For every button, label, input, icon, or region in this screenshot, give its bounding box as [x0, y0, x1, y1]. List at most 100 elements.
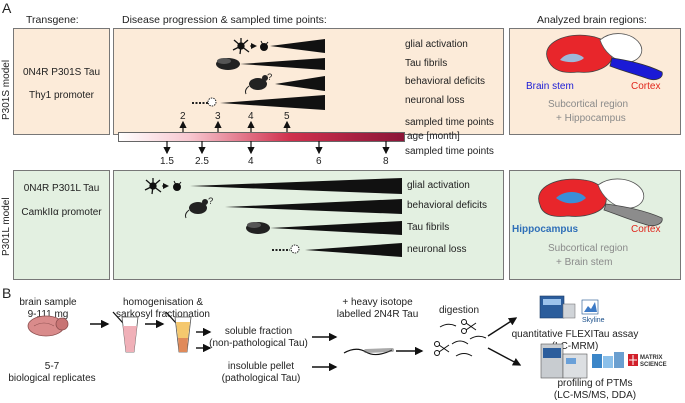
p301s-wedge-fibrils: [240, 58, 325, 70]
p301s-region-cortex: Cortex: [631, 81, 661, 92]
arrow-to-ptm-profiling: [487, 347, 522, 366]
p301s-transgene-box: 0N4R P301S Tau Thy1 promoter: [13, 28, 110, 135]
lc-msms-instrument-icon: [540, 343, 588, 379]
homogenisation-label: homogenisation & sarkosyl fractionation: [103, 297, 223, 321]
p301l-neuron-icon: [272, 244, 300, 254]
age-month-label: age [month]: [407, 131, 460, 142]
p301s-mouse-icon: [244, 75, 268, 95]
isotope-line1: + heavy isotope: [342, 297, 413, 308]
p301l-row-tau-fibrils: Tau fibrils: [407, 222, 450, 233]
header-disease-progression: Disease progression & sampled time point…: [122, 14, 327, 26]
age-gradient-bar: [118, 132, 405, 142]
p301s-region-subcortical: Subcortical region: [548, 99, 629, 110]
homogenisation-line2: sarkosyl fractionation: [116, 309, 210, 320]
p301l-brain-illustration: [538, 178, 663, 226]
p301l-row-neuronal-loss: neuronal loss: [407, 244, 467, 255]
header-transgene: Transgene:: [26, 14, 79, 26]
p301l-wedge-neuronal: [305, 243, 402, 257]
panel-b-letter: B: [2, 285, 12, 301]
matrix-science-logo-text: MATRIX SCIENCE: [640, 355, 667, 369]
p301l-time-point-2-5: 2.5: [195, 156, 209, 167]
science-word: SCIENCE: [640, 362, 667, 368]
p301l-time-point-8: 8: [383, 156, 389, 167]
p301s-time-point-3: 3: [215, 111, 221, 122]
p301l-region-cortex: Cortex: [631, 224, 661, 235]
p301s-sampled-time-points-label: sampled time points: [405, 117, 494, 128]
insoluble-line2: (pathological Tau): [221, 373, 301, 384]
isotope-line2: labelled 2N4R Tau: [336, 309, 419, 320]
header-brain-regions: Analyzed brain regions:: [537, 14, 647, 26]
labelled-tau-icon: [343, 348, 394, 356]
replicates-label: 5-7 biological replicates: [2, 361, 102, 385]
insoluble-line1: insoluble pellet: [227, 361, 295, 372]
insoluble-pellet-label: insoluble pellet (pathological Tau): [211, 361, 311, 385]
p301l-row-glial-activation: glial activation: [407, 180, 470, 191]
arrow-to-flexitau: [487, 317, 518, 337]
p301s-row-neuronal-loss: neuronal loss: [405, 95, 465, 106]
p301s-time-point-2: 2: [180, 111, 186, 122]
p301l-microglia-icon: [144, 178, 162, 195]
brain-sample-line2: 9-111 mg: [27, 309, 69, 320]
p301s-tau-fibrils-icon: [216, 58, 240, 70]
p301l-time-point-1-5: 1.5: [160, 156, 174, 167]
flexitau-line1: quantitative FLEXITau assay: [511, 329, 639, 340]
p301s-activated-glia-icon: [260, 40, 269, 51]
ptm-profiling-label: profiling of PTMs (LC-MS/MS, DDA): [530, 378, 660, 402]
peptide-fragments-icon: [439, 323, 487, 357]
replicates-line2: biological replicates: [8, 373, 96, 384]
p301l-activated-glia-icon: [173, 180, 182, 191]
matrix-science-logo-icon: [628, 354, 638, 366]
p301s-behavior-question-mark: ?: [267, 72, 273, 83]
matrix-word: MATRIX: [640, 355, 663, 361]
p301s-brain-illustration: [546, 33, 663, 80]
p301s-wedge-behavior: [275, 76, 325, 91]
p301s-row-glial-activation: glial activation: [405, 39, 468, 50]
panel-a-letter: A: [2, 0, 12, 16]
p301l-row-behavioral-deficits: behavioral deficits: [407, 200, 488, 211]
p301l-time-point-4: 4: [248, 156, 254, 167]
p301l-mouse-icon: [184, 199, 208, 219]
p301s-region-brain-stem: Brain stem: [526, 81, 574, 92]
p301s-region-hippocampus: + Hippocampus: [556, 113, 626, 124]
brain-sample-line1: brain sample: [19, 297, 77, 308]
p301l-region-hippocampus: Hippocampus: [512, 224, 579, 235]
scissors-icon: [434, 319, 477, 356]
p301l-region-brain-stem: + Brain stem: [556, 257, 613, 268]
digestion-label: digestion: [439, 305, 480, 316]
tube-fractionation-icon: [165, 311, 192, 353]
maxquant-logo-icon: [592, 352, 624, 368]
p301s-tau-construct: 0N4R P301S Tau: [22, 67, 101, 78]
skyline-logo-text: Skyline: [582, 317, 605, 324]
p301s-time-point-5: 5: [284, 111, 290, 122]
brain-sample-label: brain sample 9-111 mg: [18, 297, 78, 321]
soluble-line2: (non-pathological Tau): [209, 338, 308, 349]
p301l-wedge-fibrils: [270, 221, 402, 235]
p301l-sampled-time-points-label: sampled time points: [405, 146, 494, 157]
heavy-isotope-label: + heavy isotope labelled 2N4R Tau: [325, 297, 430, 321]
flexitau-assay-label: quantitative FLEXITau assay (LC-MRM): [500, 329, 650, 353]
p301s-promoter: Thy1 promoter: [28, 90, 95, 101]
p301l-wedge-glial: [190, 178, 402, 194]
p301l-promoter: CamkIIα promoter: [21, 207, 102, 218]
homogenisation-line1: homogenisation &: [122, 297, 204, 308]
soluble-fraction-label: soluble fraction (non-pathological Tau): [206, 326, 311, 350]
ptm-line2: (LC-MS/MS, DDA): [553, 390, 637, 401]
p301s-microglia-icon: [232, 38, 250, 55]
lc-mrm-instrument-icon: [539, 295, 576, 319]
p301l-time-point-6: 6: [316, 156, 322, 167]
flexitau-line2: (LC-MRM): [551, 341, 599, 352]
p301s-wedge-glial: [270, 39, 325, 53]
p301l-wedge-behavior: [225, 199, 402, 214]
p301s-row-tau-fibrils: Tau fibrils: [405, 58, 448, 69]
p301l-transgene-box: 0N4R P301L Tau CamkIIα promoter: [13, 170, 110, 280]
replicates-line1: 5-7: [44, 361, 60, 372]
p301l-behavior-question-mark: ?: [208, 196, 214, 207]
p301s-wedge-neuronal: [220, 95, 325, 110]
p301l-tau-fibrils-icon: [246, 222, 270, 234]
p301l-tau-construct: 0N4R P301L Tau: [23, 183, 100, 194]
p301l-region-subcortical: Subcortical region: [548, 243, 629, 254]
soluble-line1: soluble fraction: [224, 326, 293, 337]
p301s-time-point-4: 4: [248, 111, 254, 122]
brain-sample-icon: [27, 315, 69, 337]
p301s-row-behavioral-deficits: behavioral deficits: [405, 76, 486, 87]
